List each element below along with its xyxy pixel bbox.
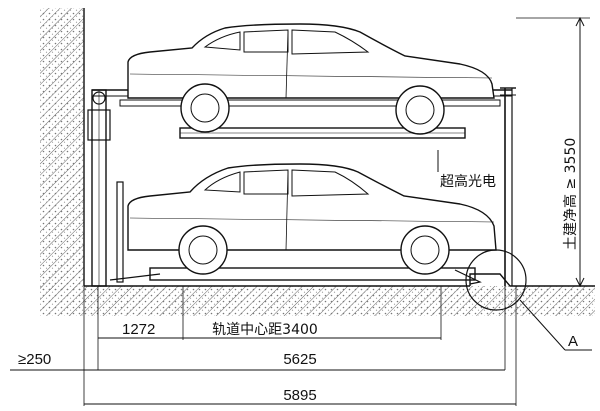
left-wall: [40, 8, 85, 290]
wall-gap-label: ≥250: [18, 351, 51, 368]
detail-marker-a: A: [465, 249, 592, 351]
rail-spacing-label: 轨道中心距3400: [212, 322, 318, 338]
offset-left-label: 1272: [122, 321, 155, 338]
ground-slab: [40, 273, 595, 316]
clear-height-label: 土建净高 ≥ 3550: [562, 138, 579, 250]
span-inner-label: 5625: [283, 351, 316, 368]
bottom-dimensions: 轨道中心距3400 1272 ≥250 5625 5895: [10, 286, 517, 406]
sensor-label: 超高光电: [440, 173, 496, 190]
lower-platform: [109, 267, 482, 285]
right-frame-post: [500, 87, 516, 286]
detail-label: A: [568, 333, 578, 350]
upper-car: [127, 23, 495, 135]
lower-car: [127, 163, 497, 275]
clear-height-dimension: 土建净高 ≥ 3550: [516, 16, 590, 288]
left-frame-post: [87, 89, 124, 287]
span-total-label: 5895: [283, 387, 316, 404]
sensor-callout: 超高光电: [437, 150, 496, 190]
upper-platform: [119, 99, 501, 139]
